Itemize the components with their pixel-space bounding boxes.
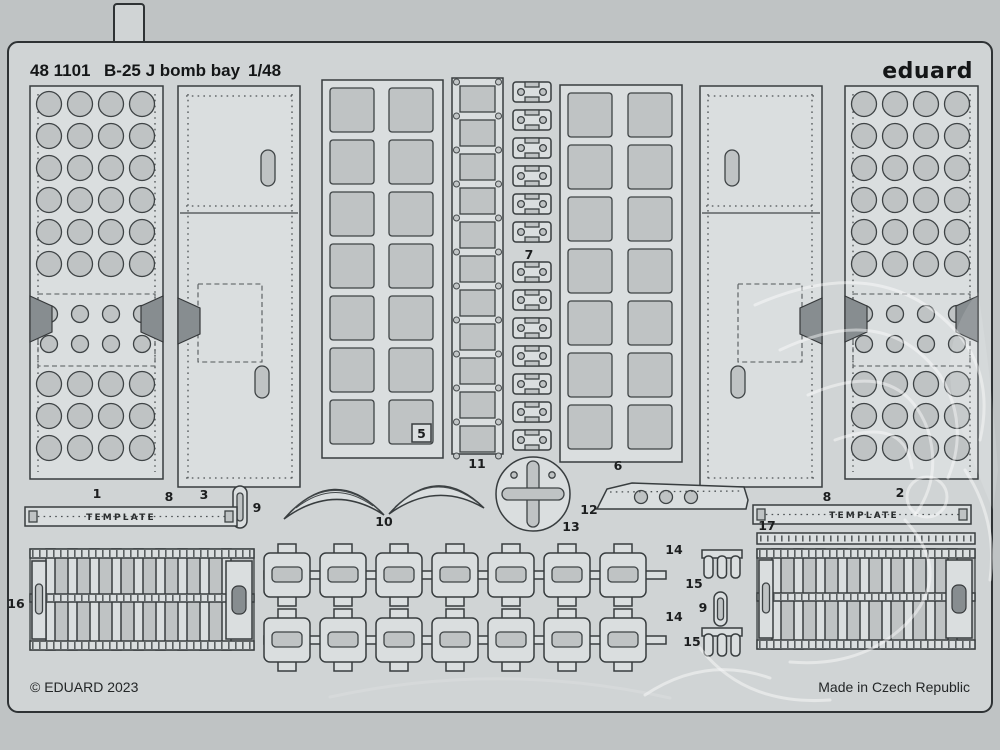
part-17-rack-assembly (756, 532, 976, 650)
part-label-12: 12 (580, 502, 597, 517)
part-label-1: 1 (93, 486, 102, 501)
part-label-14-bottom: 14 (665, 609, 683, 624)
part-label-3: 3 (200, 487, 209, 502)
part-label-16: 16 (7, 596, 25, 611)
part-3-door-panel (177, 85, 301, 488)
brand-logo: eduard (882, 59, 973, 84)
part-label-14-top: 14 (665, 542, 683, 557)
part-label-5: 5 (417, 426, 426, 441)
part-label-11: 11 (468, 456, 485, 471)
made-in: Made in Czech Republic (818, 679, 970, 695)
part-10-curved-skins (283, 485, 485, 520)
part-11-ladder (451, 77, 504, 460)
header: 48 1101 B-25 J bomb bay 1/48 eduard (30, 59, 973, 84)
part-8-template-right: TEMPLATE (752, 504, 972, 525)
part-label-9-left: 9 (253, 500, 262, 515)
part-label-8-left: 8 (165, 489, 174, 504)
scale: 1/48 (248, 61, 281, 80)
part-14-rack-row-bottom (263, 608, 667, 672)
template-text-right: TEMPLATE (829, 511, 899, 521)
footer: © EDUARD 2023 Made in Czech Republic (30, 679, 970, 695)
part-labels: 1 8 3 9 10 5 11 7 13 12 6 14 14 15 9 15 … (7, 247, 904, 649)
template-text-left: TEMPLATE (86, 513, 156, 523)
part-16-rack-assembly (29, 548, 255, 651)
copyright: © EDUARD 2023 (30, 679, 139, 695)
part-5-grid-frame (321, 79, 444, 459)
part-8-template-left: TEMPLATE (24, 506, 238, 527)
part-label-6: 6 (614, 458, 623, 473)
watermark-eagle (328, 281, 998, 703)
part-12-fairing-panel (595, 482, 749, 510)
part-label-8-right: 8 (823, 489, 832, 504)
product-title: B-25 J bomb bay (104, 61, 241, 80)
part-label-15-top: 15 (685, 576, 702, 591)
part-label-2: 2 (896, 485, 905, 500)
part-15-comb-top (701, 549, 743, 579)
part-15-comb-bottom (701, 627, 743, 657)
part-2-perforated-panel (844, 85, 979, 480)
part-label-10: 10 (375, 514, 393, 529)
catalog-number: 48 1101 (30, 61, 91, 80)
part-8-door-panel-right (699, 85, 823, 488)
part-label-15-bottom: 15 (683, 634, 700, 649)
part-label-9-right: 9 (699, 600, 708, 615)
part-label-7: 7 (525, 247, 534, 262)
part-9-capsule-right (713, 591, 728, 627)
part-label-17: 17 (758, 518, 775, 533)
part-1-perforated-panel (29, 85, 164, 480)
part-label-13: 13 (562, 519, 579, 534)
part-14-rack-row-top (263, 543, 667, 607)
part-13-circular-bulkhead (495, 456, 571, 532)
part-6-grid-frame (559, 84, 683, 463)
